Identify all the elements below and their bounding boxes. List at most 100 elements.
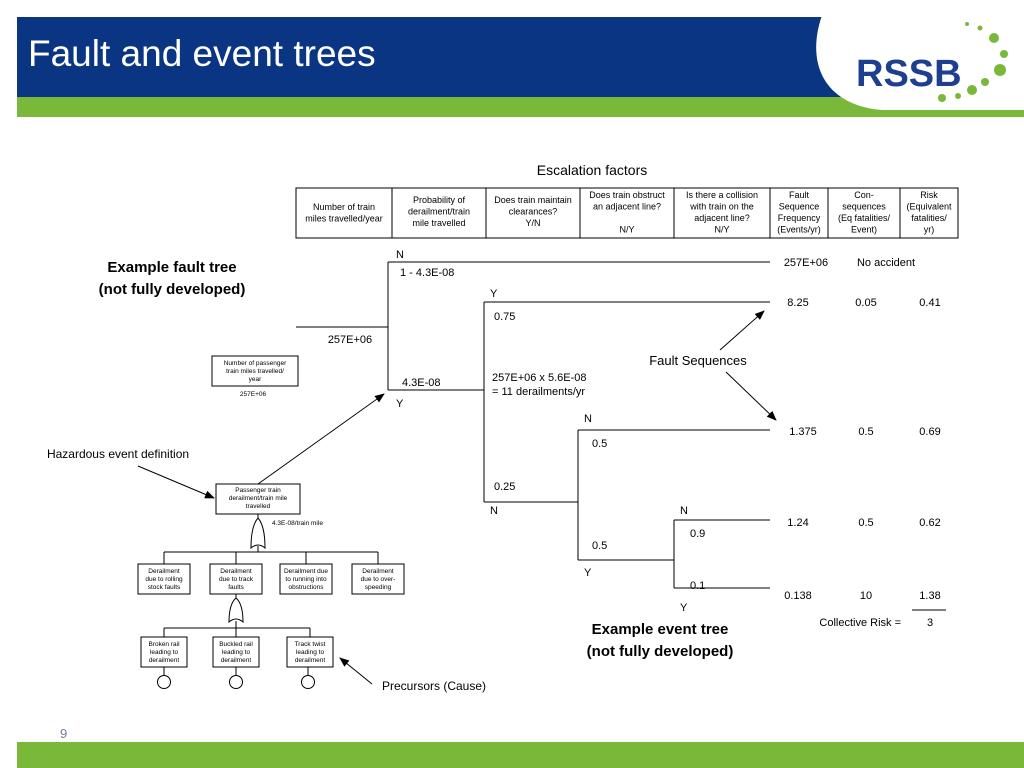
cause-box-text: stock faults: [148, 584, 181, 591]
table-header-text: N/Y: [714, 225, 729, 235]
outcome3-frequency: 1.375: [789, 426, 817, 438]
outcome4-frequency: 1.24: [787, 517, 808, 529]
cause-connectors: [163, 546, 379, 564]
table-header-text: fatalities/: [911, 213, 947, 223]
cause-box-text: obstructions: [288, 584, 324, 591]
branch2-n-label: N: [490, 505, 498, 517]
derailment-box-text: Passenger train derailment/train mile tr…: [229, 487, 288, 510]
table-header-text: Is there a collision: [686, 190, 758, 200]
precursor-box: [212, 636, 260, 668]
precursor-box-text: leading to: [222, 649, 251, 656]
outcome2-consequence: 0.05: [855, 297, 876, 309]
outcome4-consequence: 0.5: [858, 517, 873, 529]
cause-box: [137, 563, 191, 595]
table-header-text: clearances?: [509, 207, 558, 217]
table-header-text: derailment/train: [408, 207, 470, 217]
branch1-n-label: N: [396, 249, 404, 261]
outcome2-risk: 0.41: [919, 297, 940, 309]
title-bar-accent: [17, 97, 1024, 117]
table-header-text: Y/N: [525, 218, 540, 228]
escalation-table: [295, 187, 959, 239]
table-header-text: (Eq fatalities/: [838, 213, 891, 223]
outcome3-risk: 0.69: [919, 426, 940, 438]
page-title: Fault and event trees: [28, 33, 376, 74]
event-tree-lines: [296, 261, 946, 611]
precursor-box-text: derailment: [295, 657, 326, 664]
svg-text:Passenger train: Passenger train: [235, 487, 281, 494]
passenger-miles-text: Number of passenger train miles travelle…: [224, 360, 287, 383]
hazard-label: Hazardous event definition: [47, 447, 189, 461]
collective-risk-value: 3: [927, 617, 933, 629]
cause-box: [351, 563, 405, 595]
collective-risk-label: Collective Risk =: [819, 617, 901, 629]
precursor-box-text: Buckled rail: [219, 641, 253, 648]
derailment-calc-line2: = 11 derailments/yr: [492, 386, 585, 398]
precursor-box: [286, 636, 334, 668]
branch1-y-prob: 4.3E-08: [402, 377, 441, 389]
page-number: 9: [60, 726, 68, 741]
hazard-arrow: [137, 465, 215, 499]
precursor-box-text: leading to: [150, 649, 179, 656]
outcome5-risk: 1.38: [919, 590, 940, 602]
passenger-miles-value: 257E+06: [240, 391, 267, 398]
outcome2-frequency: 8.25: [787, 297, 808, 309]
cause-box-text: Derailment: [220, 568, 252, 575]
precursor-box: [140, 636, 188, 668]
precursor-box-text: derailment: [221, 657, 252, 664]
cause-box-text: Derailment: [148, 568, 180, 575]
table-header-text: mile travelled: [412, 218, 465, 228]
svg-text:derailment/train mile: derailment/train mile: [229, 495, 288, 502]
or-gate-icon: [228, 597, 244, 624]
outcome1-consequence: No accident: [857, 257, 915, 269]
cause-box-text: speeding: [365, 584, 392, 591]
fault-tree-title-line1: Example fault tree: [107, 259, 236, 276]
table-header-text: Fault: [789, 190, 810, 200]
branch4-n-label: N: [680, 505, 688, 517]
svg-text:travelled: travelled: [246, 503, 271, 510]
table-header-text: miles travelled/year: [305, 214, 383, 224]
or-gate-icon: [250, 517, 266, 550]
svg-text:train miles travelled/: train miles travelled/: [226, 368, 284, 375]
fault-sequences-arrow-down: [725, 371, 777, 421]
table-header-text: Event): [851, 225, 877, 235]
precursor-box-text: leading to: [296, 649, 325, 656]
rssb-logo: RSSB: [816, 10, 1024, 110]
table-header-text: adjacent line?: [694, 213, 750, 223]
event-tree-title-line2: (not fully developed): [587, 643, 734, 660]
table-header-text: N/Y: [619, 225, 634, 235]
cause-box-text: to running into: [285, 576, 327, 583]
outcome1-frequency: 257E+06: [784, 257, 828, 269]
table-header-text: yr): [924, 225, 935, 235]
table-header-text: Does train maintain: [494, 195, 572, 205]
fault-sequences-label: Fault Sequences: [649, 353, 747, 368]
branch4-n-prob: 0.9: [690, 528, 705, 540]
passenger-miles-box: [211, 355, 299, 387]
branch2-n-prob: 0.25: [494, 481, 515, 493]
footer-bar: [17, 742, 1024, 768]
cause-box-text: Derailment due: [284, 568, 328, 575]
cause-box-text: Derailment: [362, 568, 394, 575]
logo-dots: [938, 22, 1008, 102]
outcome3-consequence: 0.5: [858, 426, 873, 438]
table-header-text: Sequence: [779, 202, 820, 212]
precursors-arrow: [339, 657, 373, 685]
precursor-box-text: derailment: [149, 657, 180, 664]
escalation-title: Escalation factors: [537, 162, 648, 178]
table-header-text: Does train obstruct: [589, 190, 665, 200]
branch3-n-label: N: [584, 413, 592, 425]
fault-sequences-arrow-up: [719, 310, 765, 351]
table-header-text: Con-: [854, 190, 874, 200]
branch3-y-label: Y: [584, 567, 592, 579]
logo-text: RSSB: [856, 53, 962, 95]
precursor-box-text: Broken rail: [148, 641, 180, 648]
cause-box-text: due to rolling: [145, 576, 183, 583]
table-header-text: with train on the: [689, 202, 754, 212]
table-header-text: Probability of: [413, 195, 466, 205]
fault-tree-top-value: 257E+06: [328, 334, 372, 346]
branch3-y-prob: 0.5: [592, 540, 607, 552]
table-header-text: (Equivalent: [906, 202, 952, 212]
svg-text:year: year: [249, 376, 262, 383]
outcome-values: 257E+06 No accident 8.25 0.05 0.41 1.375…: [784, 257, 941, 629]
branch1-y-label: Y: [396, 398, 404, 410]
